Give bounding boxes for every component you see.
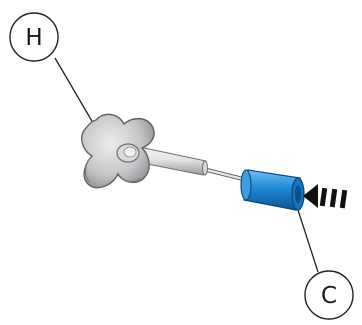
callout-h: H	[9, 12, 59, 62]
arrow-left-icon	[303, 184, 348, 209]
callout-leader-c	[297, 209, 319, 273]
star-knob	[81, 113, 155, 189]
callout-c: C	[304, 270, 354, 320]
callout-h-label: H	[25, 25, 42, 51]
callout-c-label: C	[321, 283, 337, 309]
blue-sleeve	[240, 169, 305, 211]
callout-leader-h	[54, 57, 97, 129]
